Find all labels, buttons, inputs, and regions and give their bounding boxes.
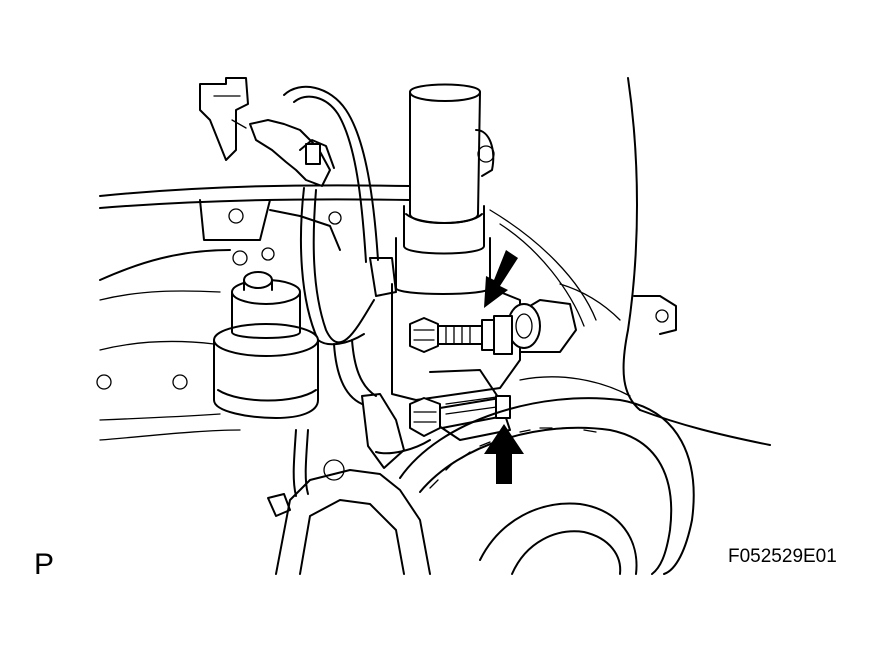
strut-tube (395, 83, 495, 295)
lower-arrow-icon (484, 424, 524, 484)
inner-fender (489, 209, 631, 397)
upper-arrow-icon (484, 250, 518, 308)
figure-id: F052529E01 (728, 546, 837, 567)
steering-knuckle (391, 283, 577, 441)
brake-hose (249, 85, 397, 346)
body-rail (96, 184, 411, 441)
canister (213, 247, 319, 419)
upper-bolt (409, 315, 513, 355)
brake-caliper (267, 339, 431, 575)
upper-bracket (199, 77, 249, 161)
view-label: P (34, 548, 55, 581)
brake-rotor (399, 397, 695, 575)
fender-panel (559, 77, 771, 446)
